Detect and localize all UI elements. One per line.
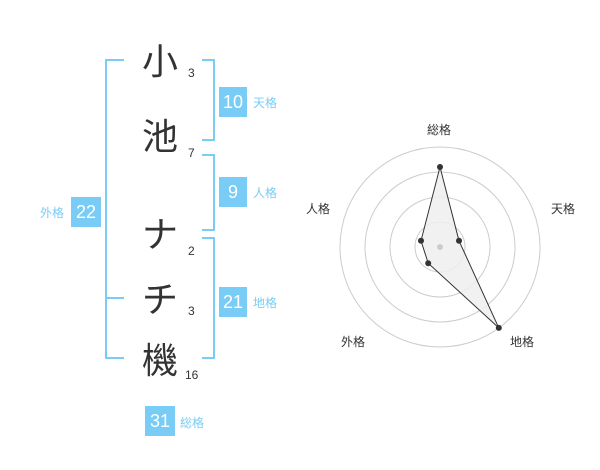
soukaku-label: 総格 bbox=[180, 416, 205, 430]
tenkaku-bracket bbox=[202, 59, 215, 141]
stroke-count-5: 16 bbox=[185, 368, 199, 382]
radar-polygon bbox=[420, 166, 500, 329]
gaikaku-bracket bbox=[105, 59, 124, 359]
stroke-count-3: 2 bbox=[188, 244, 195, 258]
stroke-count-4: 3 bbox=[188, 304, 195, 318]
radar-label-tenkaku: 天格 bbox=[551, 202, 576, 216]
radar-point-2 bbox=[456, 237, 462, 244]
tenkaku-badge: 10 bbox=[219, 87, 247, 117]
tenkaku-label: 天格 bbox=[253, 96, 278, 110]
radar-point-4 bbox=[425, 260, 432, 267]
radar-center bbox=[437, 244, 443, 250]
chikaku-badge: 21 bbox=[219, 287, 247, 317]
jinkaku-label: 人格 bbox=[253, 186, 278, 200]
jinkaku-badge: 9 bbox=[219, 177, 247, 207]
chikaku-bracket bbox=[202, 237, 215, 359]
gaikaku-label: 外格 bbox=[40, 206, 65, 220]
name-char-5: 機 bbox=[141, 341, 178, 382]
stroke-count-2: 7 bbox=[188, 146, 195, 160]
name-char-1: 小 bbox=[141, 42, 178, 83]
radar-label-soukaku: 総格 bbox=[427, 123, 452, 137]
name-char-4: チ bbox=[141, 280, 178, 321]
chikaku-label: 地格 bbox=[253, 296, 278, 310]
radar-label-jinkaku: 人格 bbox=[306, 202, 331, 216]
radar-point-3 bbox=[495, 324, 502, 331]
radar-label-chikaku: 地格 bbox=[510, 335, 535, 349]
radar-label-gaikaku: 外格 bbox=[341, 335, 366, 349]
soukaku-badge: 31 bbox=[145, 406, 175, 436]
jinkaku-bracket bbox=[202, 154, 215, 231]
name-char-2: 池 bbox=[141, 117, 178, 158]
stroke-count-1: 3 bbox=[188, 66, 195, 80]
radar-point-1 bbox=[437, 164, 443, 170]
radar-point-5 bbox=[418, 237, 424, 244]
radar-ring-4 bbox=[339, 146, 541, 348]
gaikaku-badge: 22 bbox=[71, 197, 101, 227]
name-char-3: ナ bbox=[141, 215, 178, 256]
